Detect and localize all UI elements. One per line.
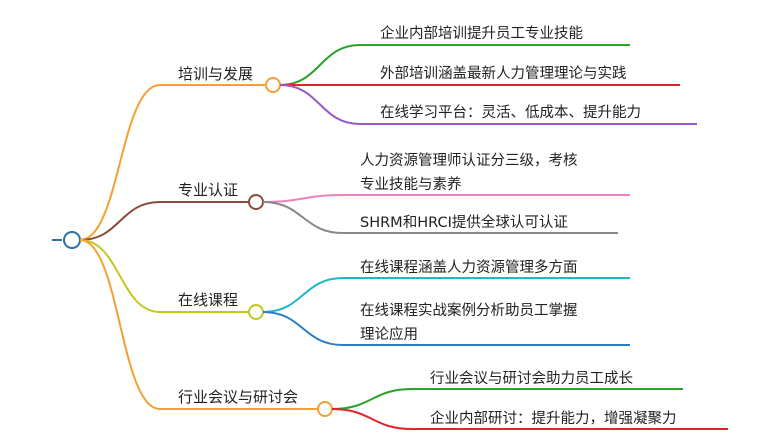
branch-link-certification — [79, 201, 248, 241]
branch-node-certification[interactable] — [248, 194, 264, 210]
leaf-label: 人力资源管理师认证分三级，考核 — [360, 152, 578, 169]
leaf-link — [262, 277, 630, 313]
leaf-link — [331, 408, 728, 430]
leaf-label: 在线课程实战案例分析助员工掌握 — [360, 301, 578, 319]
branch-conferences[interactable]: 行业会议与研讨会 — [79, 239, 333, 417]
branch-label-online-courses: 在线课程 — [178, 291, 238, 309]
branch-link-conferences — [79, 239, 317, 410]
branch-link-training — [79, 84, 265, 241]
leaf-label: 在线学习平台：灵活、低成本、提升能力 — [380, 104, 641, 121]
branch-label-training: 培训与发展 — [178, 65, 253, 83]
leaf-label: 行业会议与研讨会助力员工成长 — [430, 370, 633, 387]
leaf-link — [331, 388, 683, 410]
leaf-link — [262, 194, 630, 203]
branch-node-online-courses[interactable] — [248, 304, 264, 320]
branch-label-certification: 专业认证 — [178, 181, 238, 199]
branch-certification[interactable]: 专业认证 — [79, 181, 264, 241]
branch-online-courses[interactable]: 在线课程 — [79, 239, 264, 320]
leaf-link — [279, 44, 630, 86]
branch-node-conferences[interactable] — [317, 401, 333, 417]
branch-label-conferences: 行业会议与研讨会 — [178, 388, 298, 406]
leaf-label: SHRM和HRCI提供全球认可认证 — [360, 213, 568, 231]
leaf-label: 外部培训涵盖最新人力管理理论与实践 — [380, 65, 627, 82]
leaf-label: 企业内部培训提升员工专业技能 — [380, 24, 583, 42]
leaf-link — [262, 311, 630, 346]
leaf-link — [262, 201, 618, 234]
leaf-label: 企业内部研讨：提升能力，增强凝聚力 — [430, 409, 677, 427]
branch-training[interactable]: 培训与发展 — [79, 65, 281, 241]
leaf-label: 在线课程涵盖人力资源管理多方面 — [360, 259, 578, 276]
branch-node-training[interactable] — [265, 77, 281, 93]
branch-link-online-courses — [79, 239, 248, 313]
leaf-link — [279, 84, 697, 125]
leaf-label: 专业技能与素养 — [360, 176, 462, 193]
leaf-label: 理论应用 — [360, 325, 418, 343]
root-node[interactable] — [63, 231, 81, 249]
